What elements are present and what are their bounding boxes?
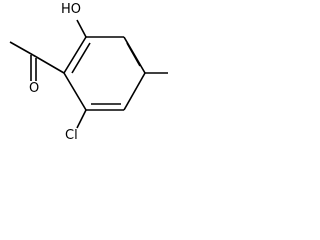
bond-to-chloro (76, 109, 87, 129)
ring-double-bond-inner-2 (126, 42, 141, 67)
molecule-structure-diagram: HO O Cl (0, 0, 191, 156)
chloro-label: Cl (64, 128, 79, 143)
bond-ring-to-carbonyl (32, 54, 65, 74)
hydroxyl-label: HO (60, 2, 83, 17)
ring-bond-c4-c5 (123, 72, 146, 111)
bond-carbonyl-to-methyl (9, 41, 34, 56)
ring-bond-c1-c2 (63, 36, 87, 74)
ring-double-bond-inner-1 (71, 42, 91, 74)
bond-lines (9, 19, 168, 129)
carbonyl-oxygen-label: O (28, 81, 41, 96)
ring-bond-c6-c1 (63, 72, 87, 111)
bond-to-hydroxyl (76, 19, 87, 38)
